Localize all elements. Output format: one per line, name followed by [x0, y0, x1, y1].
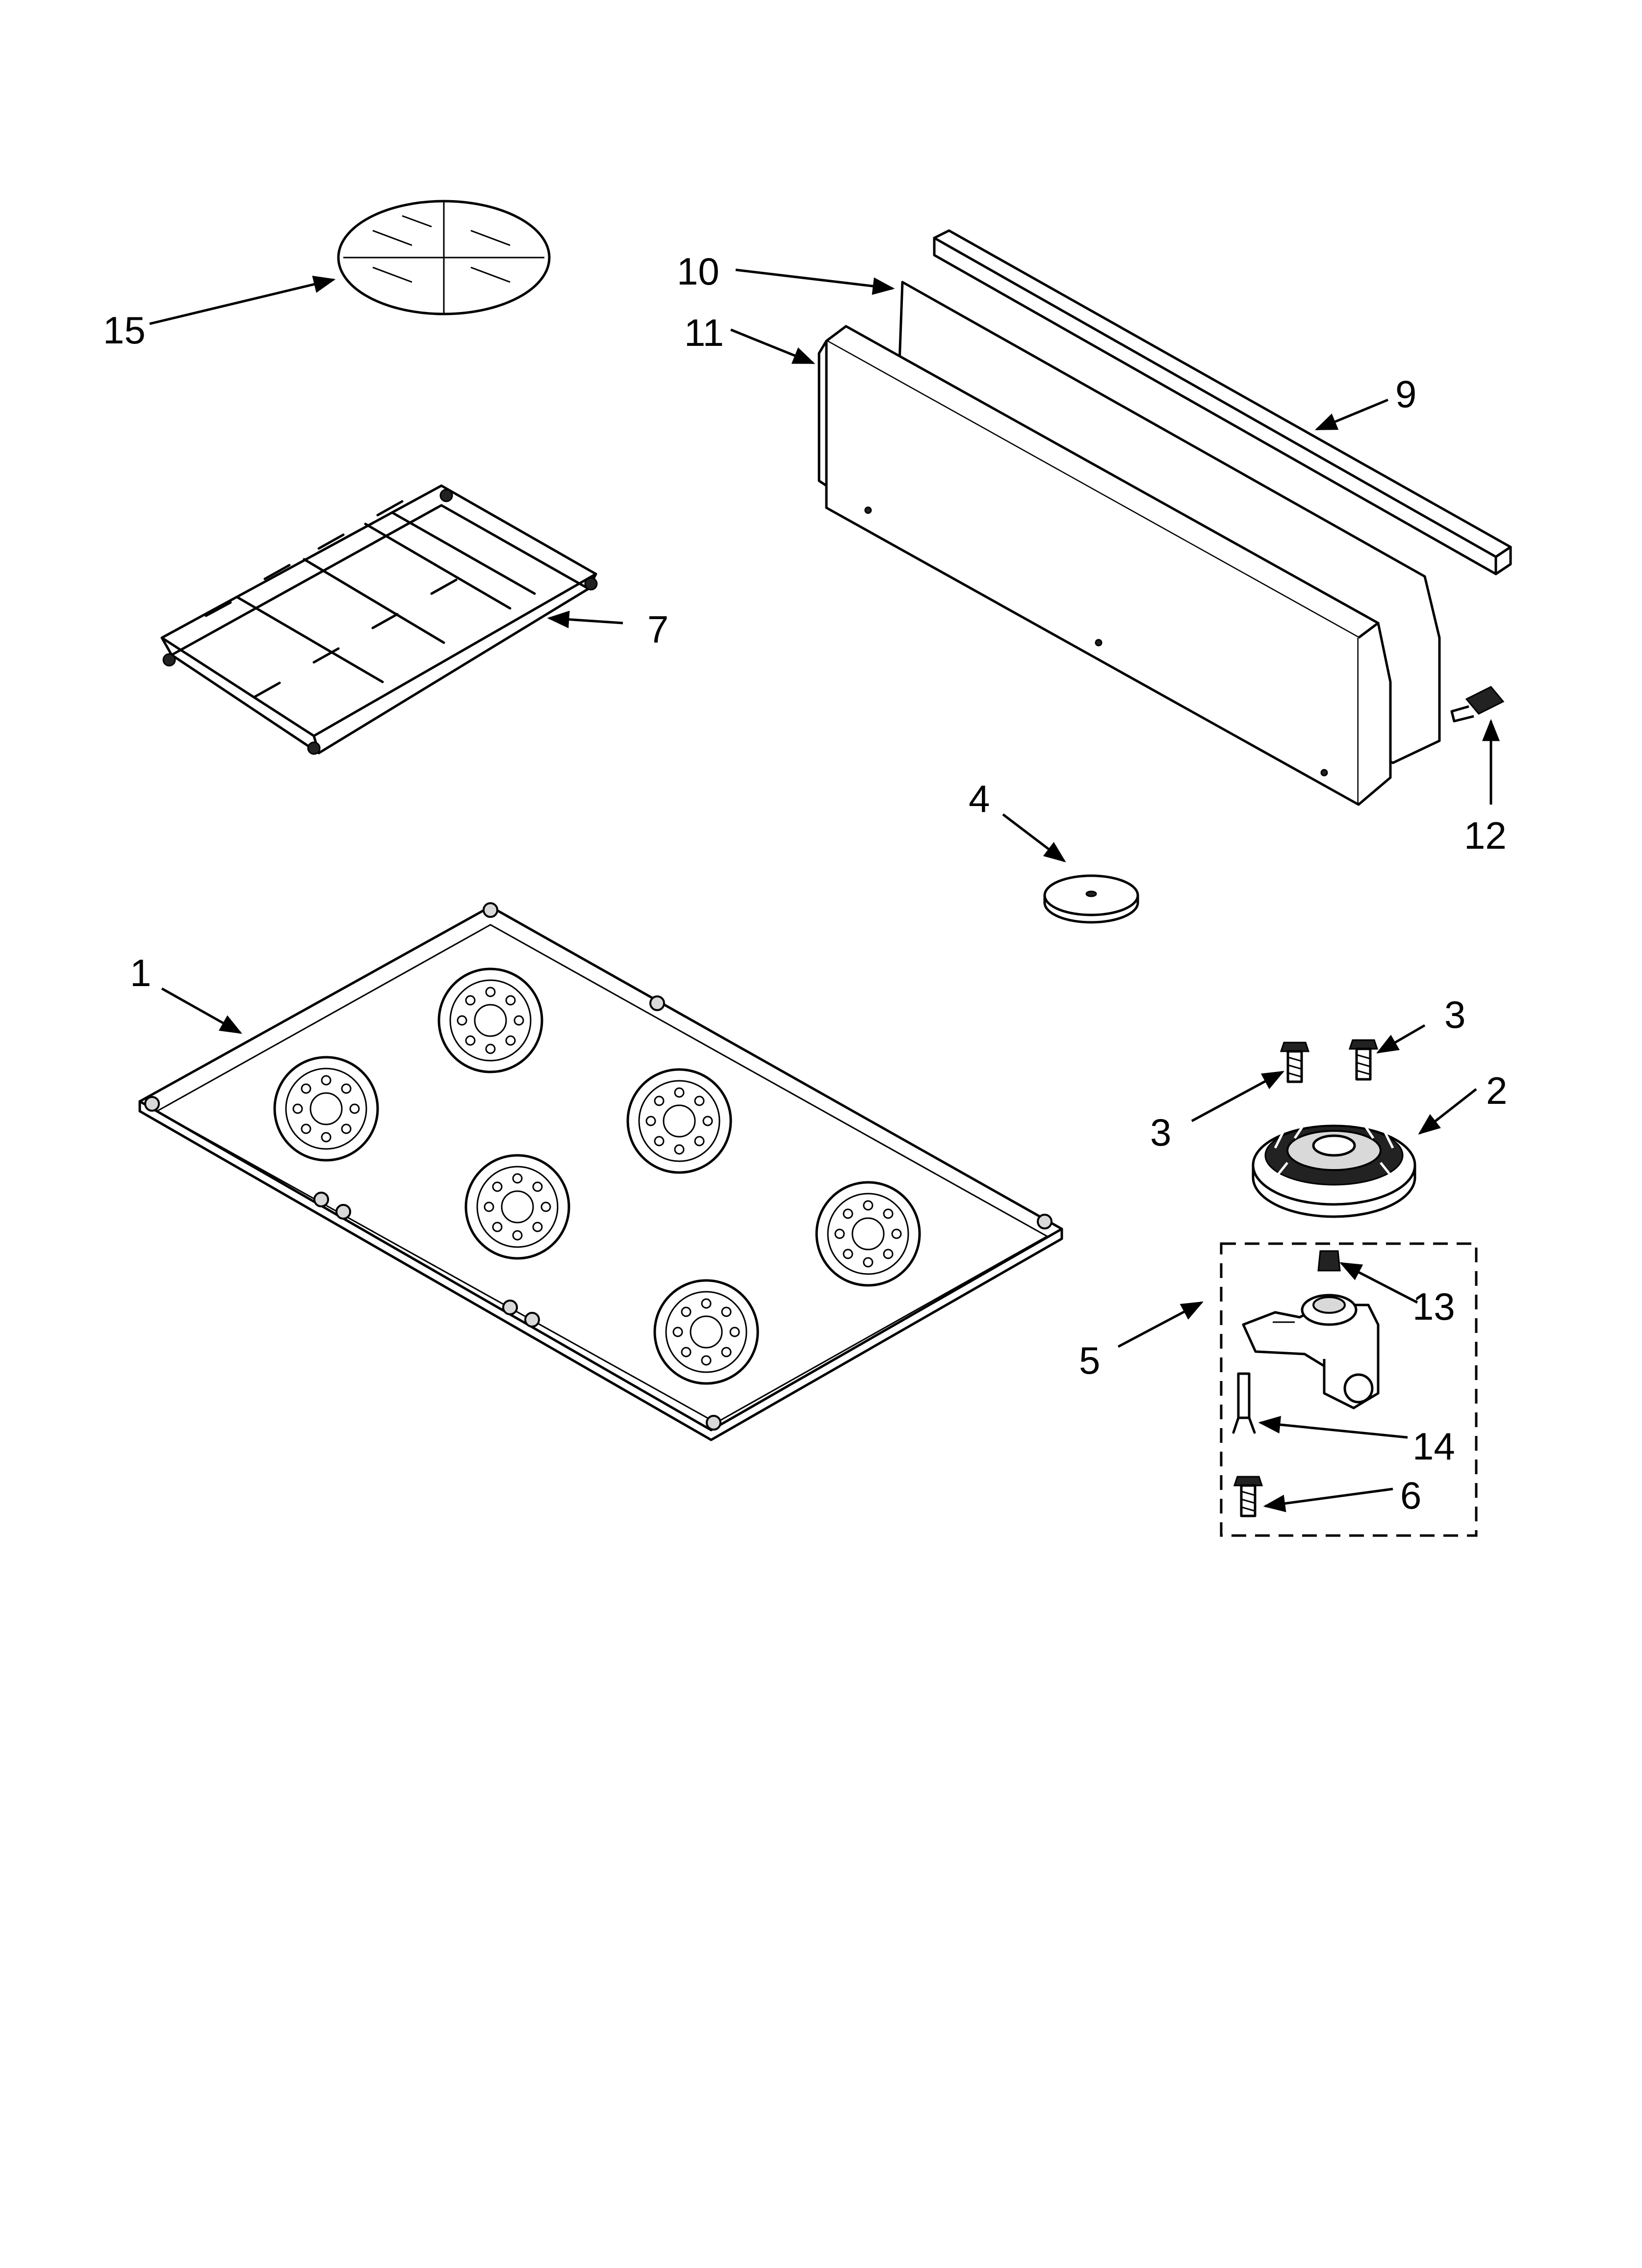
callout-15: 15: [103, 309, 146, 352]
callout-3b: 3: [1150, 1111, 1171, 1154]
part-12-screw: [1450, 686, 1505, 723]
callout-14: 14: [1412, 1425, 1455, 1468]
callout-4: 4: [969, 777, 990, 820]
callout-labels: 15 10 11 9 7 12 4 1 3 3 2 13 5 14 6: [103, 250, 1507, 1517]
callout-11: 11: [684, 311, 724, 354]
part-7-grate: [160, 484, 598, 755]
callout-5: 5: [1079, 1339, 1100, 1382]
part-1-cooktop: [138, 902, 1063, 1441]
callout-7: 7: [647, 608, 668, 651]
callout-2: 2: [1486, 1069, 1507, 1112]
callout-13: 13: [1412, 1285, 1455, 1328]
part-2-burner-base: [1252, 1122, 1416, 1218]
callout-6: 6: [1400, 1474, 1421, 1517]
leader-lines: [149, 268, 1500, 1512]
callout-1: 1: [130, 951, 151, 994]
part-9-trim: [933, 229, 1512, 575]
part-11-backguard: [818, 325, 1392, 806]
callout-12: 12: [1464, 814, 1507, 857]
part-5-valve-assembly: [1220, 1242, 1478, 1537]
callout-9: 9: [1395, 372, 1416, 416]
part-15-mat: [337, 200, 551, 315]
part-4-cap: [1043, 874, 1139, 924]
callout-3a: 3: [1444, 993, 1465, 1036]
part-3-screws: [1281, 1040, 1377, 1082]
callout-10: 10: [677, 250, 719, 293]
